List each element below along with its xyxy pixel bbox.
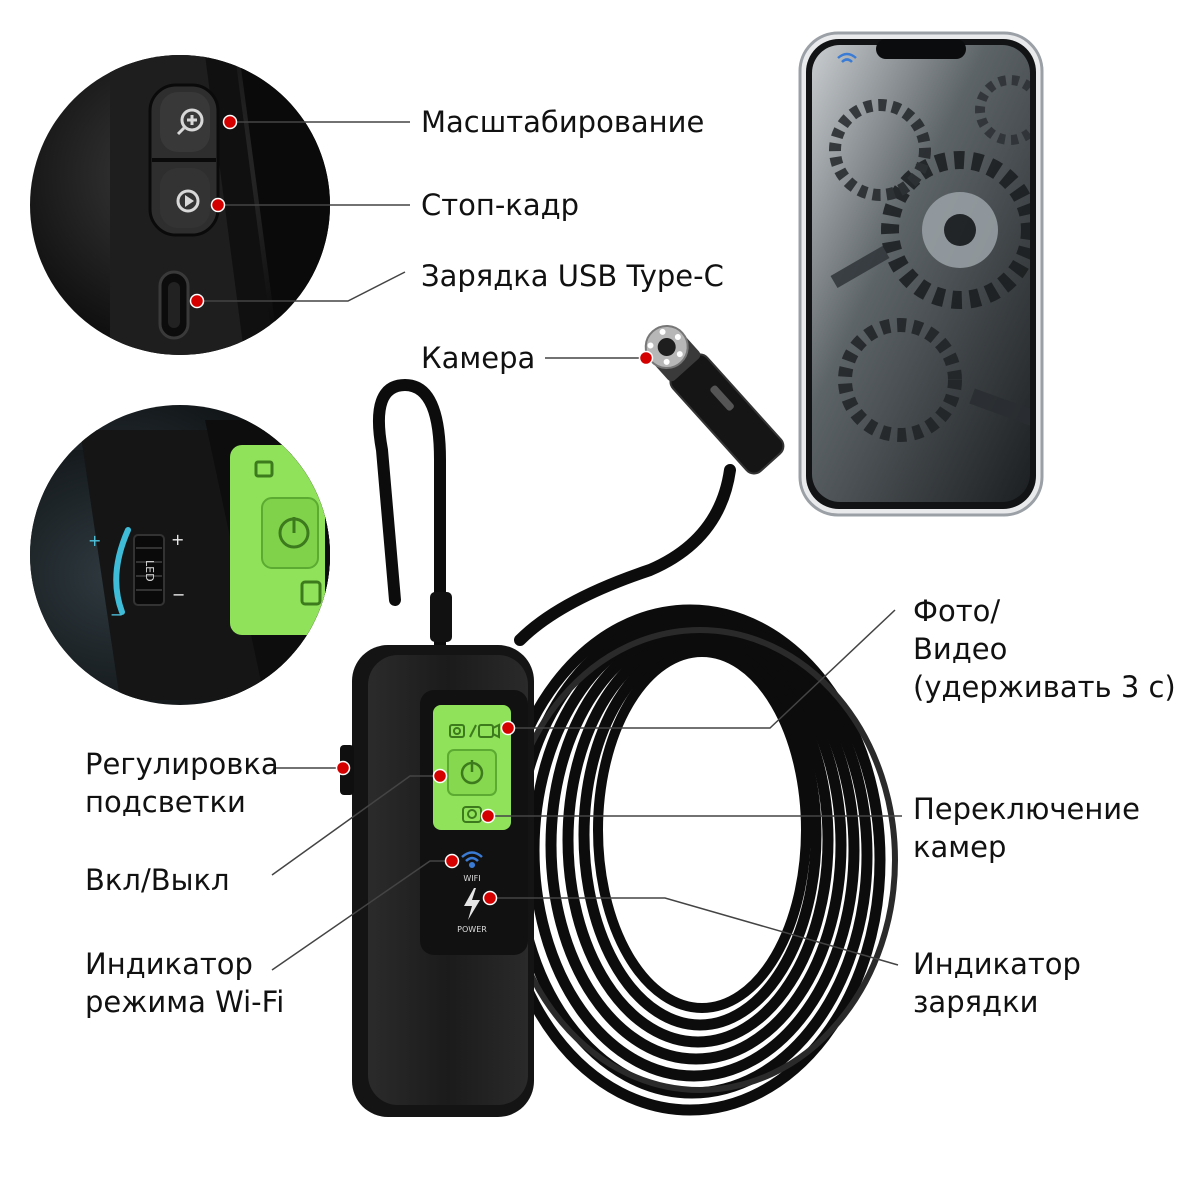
label-switch-cameras: Переключение камер xyxy=(913,792,1140,864)
switch-camera-icon xyxy=(300,580,322,606)
wifi-icon xyxy=(461,851,483,869)
callout-dots xyxy=(189,114,654,906)
endoscope-controller: WIFI POWER xyxy=(340,645,534,1117)
label-camera: Камера xyxy=(421,341,536,375)
power-text: POWER xyxy=(457,925,487,934)
label-charging-port: Зарядка USB Type-C xyxy=(421,259,724,293)
label-power-toggle: Вкл/Выкл xyxy=(85,863,230,897)
mid-detail-circle: + − + LED − xyxy=(30,405,330,705)
video-icon xyxy=(478,723,500,739)
top-detail-circle xyxy=(30,55,330,355)
cable-strands xyxy=(373,378,736,656)
label-wifi-indicator: Индикатор режима Wi-Fi xyxy=(85,947,285,1019)
wifi-text: WIFI xyxy=(463,874,480,883)
phone xyxy=(798,31,1044,517)
led-text: LED xyxy=(143,560,156,582)
camera-icon xyxy=(254,460,274,478)
cable-coil xyxy=(494,604,898,1116)
power-icon xyxy=(460,760,484,785)
led-plus-left: + xyxy=(88,531,101,550)
label-freeze: Стоп-кадр xyxy=(421,188,580,222)
camera-probe xyxy=(644,325,785,475)
label-photo-video: Фото/ Видео (удерживать 3 с) xyxy=(913,594,1176,704)
lightning-icon xyxy=(464,888,480,920)
led-plus-right: + xyxy=(171,530,184,549)
label-charge-indicator: Индикатор зарядки xyxy=(913,947,1081,1019)
label-zoom: Масштабирование xyxy=(421,105,705,139)
play-icon xyxy=(176,189,200,213)
led-minus-right: − xyxy=(172,585,185,604)
leader-lines xyxy=(197,121,902,971)
led-minus-left: − xyxy=(110,605,123,624)
cable-strain-relief xyxy=(430,592,452,642)
camera-icon xyxy=(449,724,465,738)
label-backlight: Регулировка подсветки xyxy=(85,747,279,819)
zoom-in-icon xyxy=(176,108,204,136)
